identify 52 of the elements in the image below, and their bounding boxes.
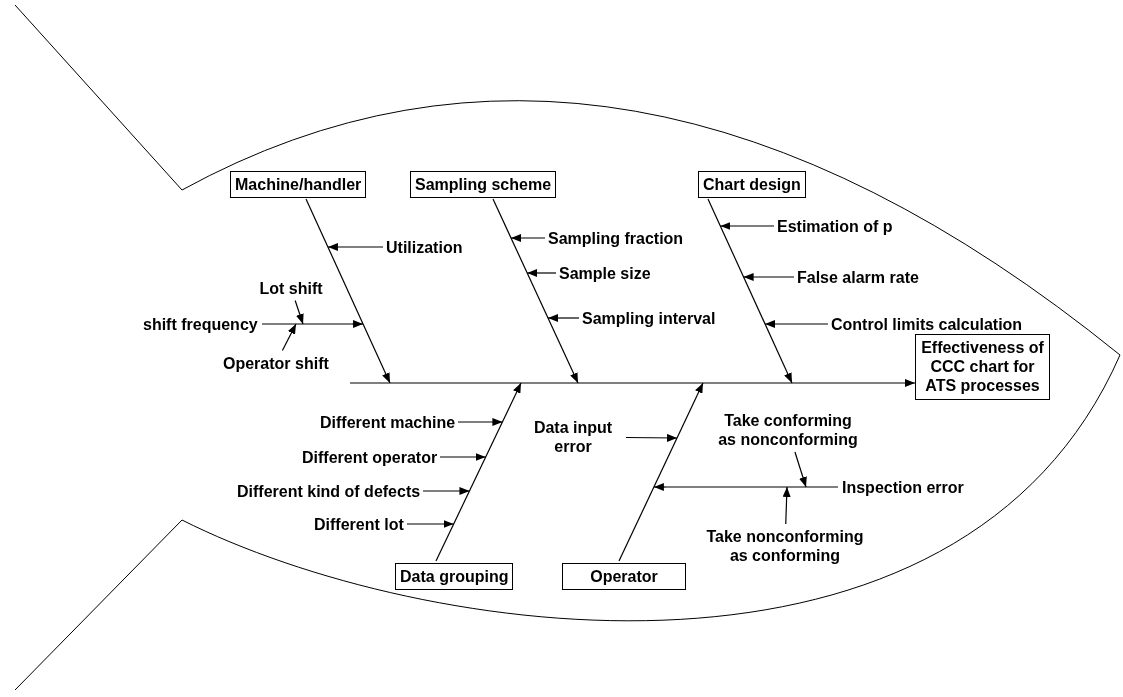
cause-label: Lot shift — [259, 278, 323, 298]
arrow — [695, 382, 704, 396]
category-box: Operator — [562, 562, 686, 590]
cause-label: False alarm rate — [797, 267, 919, 287]
category-box: Sampling scheme — [410, 171, 557, 199]
arrow — [794, 451, 807, 488]
cause-label: Estimation of p — [777, 216, 893, 236]
cause-label: shift frequency — [143, 314, 258, 334]
cause-label: Different lot — [314, 514, 404, 534]
arrow — [351, 320, 364, 328]
arrow — [784, 370, 793, 384]
arrow — [719, 222, 775, 230]
cause-label: Take nonconforming as conforming — [692, 527, 878, 566]
cause-label: Data input error — [523, 418, 623, 457]
arrow — [327, 243, 384, 251]
cause-label: Different machine — [320, 412, 456, 432]
arrow — [457, 418, 503, 426]
arrow — [281, 323, 297, 352]
category-box: Machine/handler — [230, 171, 367, 199]
cause-label: Operator shift — [223, 353, 329, 373]
spine-line — [349, 382, 881, 384]
arrow — [764, 320, 829, 328]
cause-label: Sampling fraction — [548, 228, 684, 248]
cause-label: Sampling interval — [582, 308, 716, 328]
cause-label: Take conforming as nonconforming — [695, 411, 881, 450]
bone-line — [618, 394, 698, 562]
arrow — [422, 487, 471, 495]
cause-label: Sample size — [559, 263, 651, 283]
branch-line — [261, 323, 353, 325]
arrow — [439, 453, 487, 461]
arrow — [526, 269, 557, 277]
arrow — [510, 234, 546, 242]
category-box: Chart design — [698, 171, 806, 199]
cause-label: Different operator — [302, 447, 438, 467]
cause-label: Utilization — [386, 237, 463, 257]
arrow — [743, 273, 795, 281]
arrow — [294, 299, 304, 325]
cause-label: Inspection error — [842, 477, 964, 497]
arrow — [653, 483, 667, 491]
arrow — [382, 370, 391, 384]
arrow — [406, 520, 455, 528]
cause-label: Different kind of defects — [237, 481, 421, 501]
arrow — [879, 379, 916, 387]
arrow — [625, 433, 678, 442]
effect-box: Effectiveness of CCC chart for ATS processes — [915, 334, 1050, 400]
branch-line — [665, 486, 839, 488]
arrow — [547, 314, 580, 322]
cause-label: Control limits calculation — [831, 314, 1023, 334]
arrow — [782, 486, 791, 525]
category-box: Data grouping — [395, 562, 514, 590]
arrow — [570, 370, 579, 384]
arrow — [513, 382, 522, 396]
